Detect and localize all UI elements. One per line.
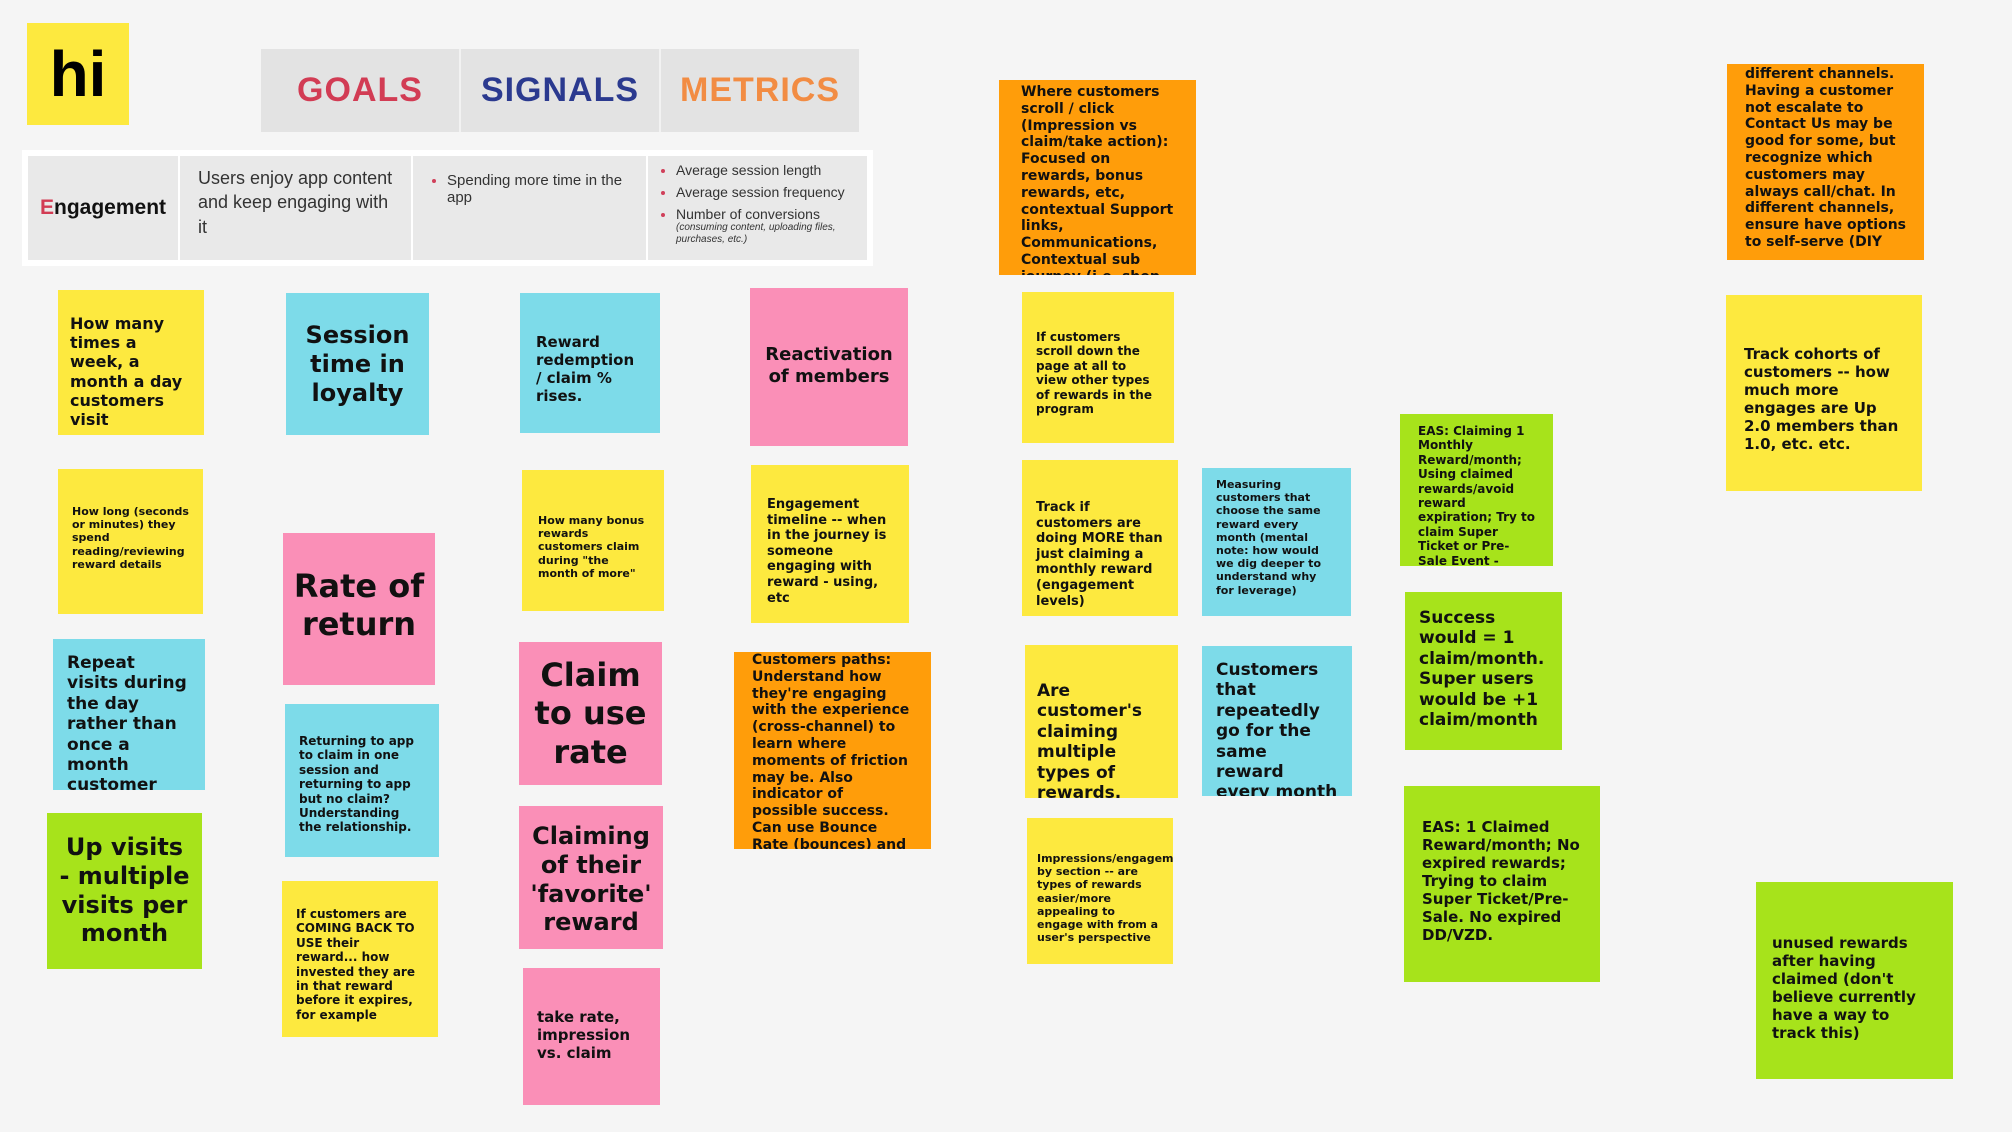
sticky-note[interactable]: Track cohorts of customers -- how much m… <box>1726 295 1922 491</box>
sticky-note[interactable]: Customers that repeatedly go for the sam… <box>1202 646 1352 796</box>
sticky-note[interactable]: Engagement timeline -- when in the journ… <box>751 465 909 623</box>
sticky-note[interactable]: How many times a week, a month a day cus… <box>58 290 204 435</box>
engagement-goal: Users enjoy app content and keep engagin… <box>178 156 411 260</box>
sticky-note[interactable]: Customers paths: Understand how they're … <box>734 652 931 849</box>
sticky-note[interactable]: If customers scroll down the page at all… <box>1022 292 1174 443</box>
metric-item: Number of conversions (consuming content… <box>676 206 855 246</box>
signals-header: SIGNALS <box>459 49 659 132</box>
metrics-header: METRICS <box>659 49 859 132</box>
engagement-signal: Spending more time in the app <box>411 156 646 260</box>
goals-header: GOALS <box>297 71 423 109</box>
sticky-note[interactable]: Track if customers are doing MORE than j… <box>1022 460 1178 616</box>
sticky-note[interactable]: take rate, impression vs. claim <box>523 968 660 1105</box>
sticky-note[interactable]: unused rewards after having claimed (don… <box>1756 882 1953 1079</box>
sticky-note[interactable]: Rate of return <box>283 533 435 685</box>
sticky-note[interactable]: Claim to use rate <box>519 642 662 785</box>
signal-item: Spending more time in the app <box>447 172 628 206</box>
sticky-note[interactable]: Reactivation of members <box>750 288 908 446</box>
metric-item: Average session length <box>676 162 855 178</box>
sticky-note[interactable]: Session time in loyalty <box>286 293 429 435</box>
sticky-note[interactable]: EAS: 1 Claimed Reward/month; No expired … <box>1404 786 1600 982</box>
metric-item: Average session frequency <box>676 184 855 200</box>
sticky-note[interactable]: Are customer's claiming multiple types o… <box>1025 645 1178 798</box>
sticky-note[interactable]: Claiming of their 'favorite' reward <box>519 806 663 949</box>
sticky-note[interactable]: different channels. Having a customer no… <box>1727 64 1924 260</box>
sticky-note[interactable]: Returning to app to claim in one session… <box>285 704 439 857</box>
sticky-note[interactable]: If customers are COMING BACK TO USE thei… <box>282 881 438 1037</box>
sticky-note[interactable]: How many bonus rewards customers claim d… <box>522 470 664 611</box>
sticky-note[interactable]: Reward redemption / claim % rises. <box>520 293 660 433</box>
sticky-note[interactable]: How long (seconds or minutes) they spend… <box>58 469 203 614</box>
sticky-note[interactable]: Repeat visits during the day rather than… <box>53 639 205 790</box>
metric-note: (consuming content, uploading files, pur… <box>676 222 836 245</box>
sticky-note[interactable]: Up visits - multiple visits per month <box>47 813 202 969</box>
column-header-bar: GOALS SIGNALS METRICS <box>261 49 859 132</box>
sticky-note[interactable]: Success would = 1 claim/month. Super use… <box>1405 592 1562 750</box>
sticky-note[interactable]: Where customers scroll / click (Impressi… <box>999 80 1196 275</box>
sticky-note[interactable]: Impressions/engagement by section -- are… <box>1027 818 1173 964</box>
sticky-note[interactable]: Measuring customers that choose the same… <box>1202 468 1351 616</box>
engagement-metrics: Average session length Average session f… <box>646 156 867 260</box>
sticky-note[interactable]: EAS: Claiming 1 Monthly Reward/month; Us… <box>1400 414 1553 566</box>
hi-logo: hi <box>27 23 129 125</box>
